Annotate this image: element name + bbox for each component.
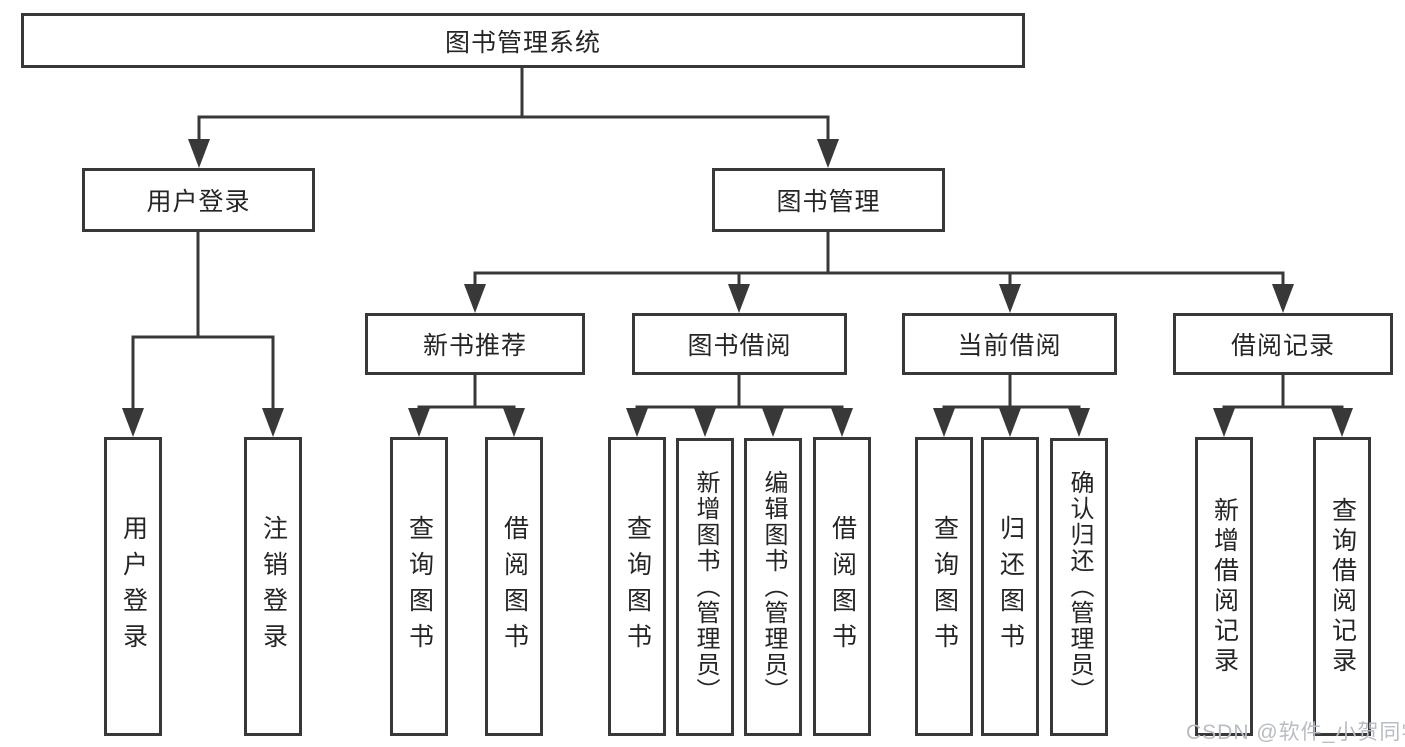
node-label: 借阅记录 (1230, 332, 1335, 360)
node-bb-borrow-books: 借阅图书 (813, 437, 871, 736)
node-label: 借阅图书 (828, 514, 857, 659)
node-bb-query-books: 查询图书 (608, 437, 666, 736)
node-nbr-query-books: 查询图书 (390, 437, 448, 736)
node-cb-confirm-return-admin: 确认归还（管理员） (1050, 438, 1108, 736)
arrowheads (122, 139, 1353, 437)
node-book-borrow: 图书借阅 (632, 313, 847, 375)
node-new-book-recommend: 新书推荐 (365, 313, 585, 375)
node-br-query-record: 查询借阅记录 (1313, 437, 1371, 736)
node-borrow-records: 借阅记录 (1173, 313, 1393, 375)
node-label: 图书借阅 (687, 332, 792, 360)
node-user-login-leaf: 用户登录 (104, 437, 162, 736)
node-label: 查询借阅记录 (1328, 496, 1357, 677)
node-book-management: 图书管理 (712, 168, 945, 232)
node-br-add-record: 新增借阅记录 (1195, 437, 1253, 736)
node-label: 新增借阅记录 (1210, 496, 1239, 677)
node-label: 借阅图书 (500, 514, 529, 659)
node-library-management-system: 图书管理系统 (21, 13, 1025, 68)
node-label: 注销登录 (259, 514, 288, 659)
node-current-borrow: 当前借阅 (902, 313, 1117, 375)
node-label: 新增图书（管理员） (692, 470, 719, 704)
node-label: 确认归还（管理员） (1066, 470, 1093, 704)
node-label: 归还图书 (996, 514, 1025, 659)
node-label: 当前借阅 (957, 332, 1062, 360)
node-logout: 注销登录 (244, 437, 302, 736)
node-nbr-borrow-books: 借阅图书 (485, 437, 543, 736)
node-bb-edit-books-admin: 编辑图书（管理员） (744, 438, 802, 736)
node-label: 查询图书 (405, 514, 434, 659)
watermark: CSDN @软件_小贺同学 (1186, 721, 1405, 744)
node-cb-query-books: 查询图书 (915, 437, 973, 736)
node-label: 查询图书 (930, 514, 959, 659)
node-cb-return-books: 归还图书 (981, 437, 1039, 736)
node-label: 用户登录 (146, 188, 251, 216)
node-label: 图书管理系统 (444, 28, 601, 57)
node-label: 查询图书 (623, 514, 652, 659)
node-label: 编辑图书（管理员） (760, 470, 787, 704)
node-user-login: 用户登录 (82, 168, 315, 232)
node-bb-add-books-admin: 新增图书（管理员） (676, 438, 734, 736)
node-label: 图书管理 (776, 188, 881, 216)
node-label: 新书推荐 (422, 332, 527, 360)
node-label: 用户登录 (119, 514, 148, 659)
